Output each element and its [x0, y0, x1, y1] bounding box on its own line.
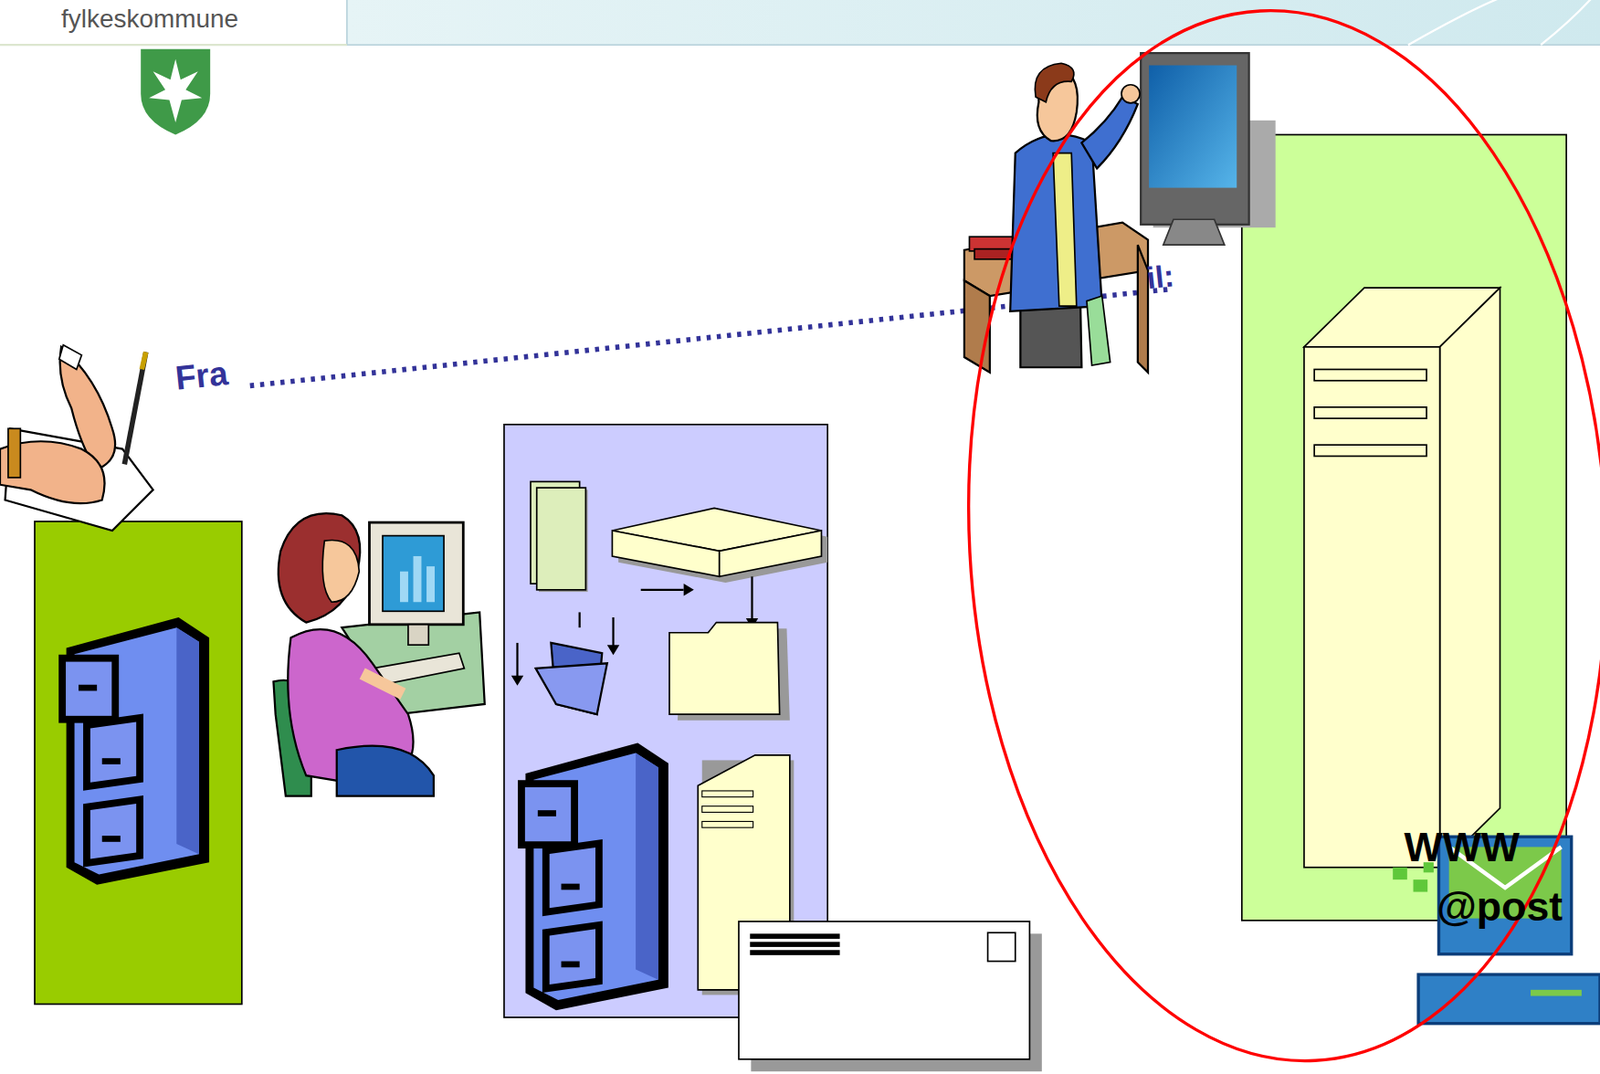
envelope: [749, 949, 840, 956]
header-band: [0, 43, 348, 46]
coat-of-arms: [148, 59, 202, 123]
writing-hands: [8, 428, 21, 478]
archive-box: [62, 617, 210, 885]
post-computer-icon: [1530, 989, 1582, 997]
woman-at-computer: [382, 536, 444, 612]
processing-box: [750, 576, 753, 622]
processing-box: [702, 790, 754, 798]
processing-box: [515, 642, 518, 679]
header-band: [1408, 0, 1501, 45]
post-label: @post: [1436, 884, 1563, 930]
writing-hands: [59, 345, 83, 370]
processing-box: [521, 742, 669, 1011]
processing-box: [536, 487, 587, 590]
processing-box: [611, 617, 614, 649]
coat-of-arms: [140, 49, 211, 136]
processing-box: [702, 806, 754, 813]
woman-at-computer: [362, 673, 404, 694]
header-band: [0, 0, 1600, 45]
processing-box: [702, 821, 754, 828]
post-computer-icon: [1418, 974, 1600, 1024]
processing-box: [684, 583, 695, 596]
processing-box: [719, 530, 822, 577]
processing-box: [578, 611, 581, 628]
to-label: il:: [1145, 258, 1177, 296]
woman-at-computer: [413, 556, 422, 602]
processing-box: [511, 675, 524, 686]
server-box: [1242, 134, 1567, 920]
processing-box: [669, 622, 780, 716]
processing-box: [607, 644, 620, 655]
logo-text: fylkeskommune: [61, 3, 239, 33]
woman-at-computer: [336, 746, 434, 797]
man-at-monitor: [964, 52, 1276, 373]
man-at-monitor: [1052, 153, 1077, 307]
man-at-monitor: [1163, 219, 1225, 245]
highlight-ellipse: [942, 0, 1600, 1074]
server-box: [1440, 287, 1501, 868]
man-at-monitor: [1148, 65, 1237, 189]
woman-at-computer: [408, 624, 429, 645]
writing-hands: [141, 351, 146, 369]
server-box: [1314, 444, 1427, 456]
server-box: [1314, 368, 1427, 380]
woman-at-computer: [400, 571, 409, 603]
server-box: [1242, 134, 1567, 920]
man-at-monitor: [1140, 52, 1249, 225]
envelope: [749, 933, 840, 939]
woman-at-computer: [273, 513, 485, 796]
envelope: [738, 921, 1030, 1060]
archive-box: [34, 521, 243, 1005]
coat-of-arms: [140, 49, 211, 136]
writing-hands: [0, 345, 154, 531]
processing-box: [611, 530, 719, 577]
server-box: [1314, 407, 1427, 419]
woman-at-computer: [426, 566, 435, 602]
header-band: [347, 0, 1600, 45]
server-box: [1304, 347, 1441, 868]
man-at-monitor: [1034, 63, 1074, 102]
header-band: [1540, 0, 1592, 45]
highlight-ellipse: [942, 0, 1600, 1074]
archive-box: [34, 521, 243, 1005]
processing-box: [536, 663, 608, 715]
man-at-monitor: [964, 280, 990, 373]
woman-at-computer: [322, 539, 359, 602]
man-at-monitor: [1010, 134, 1103, 311]
www-label: WWW: [1403, 824, 1520, 871]
man-at-monitor: [1121, 84, 1140, 104]
envelope: [749, 941, 840, 948]
writing-hands: [124, 351, 146, 464]
processing-box: [641, 589, 685, 591]
post-computer-icon: [1413, 879, 1429, 892]
man-at-monitor: [1086, 295, 1111, 366]
from-label: Fra: [173, 353, 231, 398]
woman-at-computer: [278, 513, 360, 622]
envelope: [738, 921, 1043, 1072]
envelope: [988, 932, 1016, 961]
woman-at-computer: [368, 522, 464, 625]
